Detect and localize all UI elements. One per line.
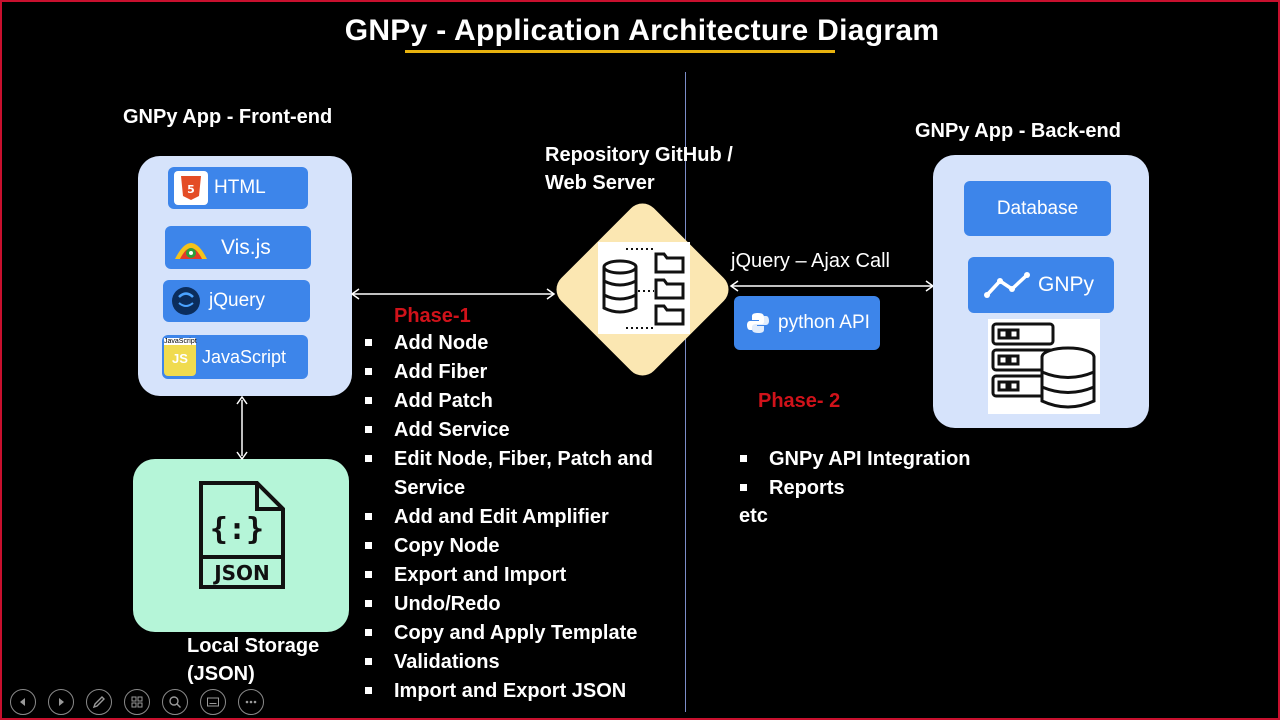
python-api-label: python API: [778, 312, 870, 333]
list-item: Copy and Apply Template: [364, 619, 684, 648]
tech-label: Vis.js: [221, 235, 271, 259]
svg-text:JSON: JSON: [212, 561, 270, 585]
list-item: Undo/Redo: [364, 590, 684, 619]
database-box: Database: [964, 181, 1111, 236]
tech-label: jQuery: [209, 290, 265, 311]
server-files-icon: [602, 248, 685, 329]
tech-label: HTML: [214, 177, 266, 198]
more-options-button[interactable]: [238, 689, 264, 715]
list-item: Export and Import: [364, 561, 684, 590]
jquery-icon: [169, 284, 203, 318]
server-database-icon: [991, 322, 1096, 409]
list-item: Copy Node: [364, 532, 684, 561]
list-item: Add Fiber: [364, 358, 684, 387]
list-item: Add and Edit Amplifier: [364, 503, 684, 532]
local-storage-sublabel: (JSON): [187, 663, 255, 685]
previous-slide-button[interactable]: [10, 689, 36, 715]
backend-heading: GNPy App - Back-end: [915, 120, 1121, 142]
page-title: GNPy - Application Architecture Diagram: [344, 14, 940, 47]
more-icon: [245, 700, 257, 704]
phase2-list: GNPy API Integration Reports: [739, 445, 1039, 503]
arrow-right-icon: [59, 698, 64, 706]
list-item: Add Service: [364, 416, 684, 445]
list-item-continuation: Service: [394, 477, 466, 499]
slides-overview-button[interactable]: [124, 689, 150, 715]
svg-text:{:}: {:}: [210, 512, 264, 547]
ajax-call-label: jQuery – Ajax Call: [731, 250, 890, 272]
repo-backend-arrow: [729, 280, 935, 292]
magnifier-icon: [169, 696, 181, 708]
pen-button[interactable]: [86, 689, 112, 715]
tech-javascript: JavaScript JS JavaScript: [162, 335, 308, 379]
javascript-icon: JavaScript JS: [164, 338, 197, 376]
title-underline: [405, 50, 835, 53]
subtitles-button[interactable]: [200, 689, 226, 715]
divider-line: [685, 72, 686, 712]
trend-chart-icon: [984, 272, 1030, 298]
phase1-list: Add Node Add Fiber Add Patch Add Service…: [364, 329, 684, 706]
tech-label: JavaScript: [202, 346, 287, 367]
phase2-etc: etc: [739, 505, 768, 527]
gnpy-label: GNPy: [1038, 273, 1095, 296]
local-storage-label: Local Storage: [187, 635, 320, 657]
frontend-repo-arrow: [350, 288, 556, 300]
local-storage-panel: {:} JSON: [133, 459, 349, 632]
gnpy-box: GNPy: [968, 257, 1114, 313]
visjs-icon: [171, 231, 211, 265]
repository-icon-box: [598, 242, 690, 334]
slideshow-toolbar: [10, 689, 264, 715]
phase1-title: Phase-1: [394, 305, 471, 327]
list-item: Reports: [739, 474, 1039, 503]
frontend-heading: GNPy App - Front-end: [123, 106, 333, 128]
list-item: Add Patch: [364, 387, 684, 416]
list-item: Add Node: [364, 329, 684, 358]
grid-icon: [131, 696, 143, 708]
html5-icon: 5: [174, 171, 208, 205]
next-slide-button[interactable]: [48, 689, 74, 715]
server-icon-box: [988, 319, 1100, 414]
list-item: Import and Export JSON: [364, 677, 684, 706]
pen-icon: [92, 696, 105, 709]
svg-text:5: 5: [187, 183, 195, 196]
tech-visjs: Vis.js: [165, 226, 311, 269]
database-label: Database: [996, 197, 1079, 219]
tech-jquery: jQuery: [163, 280, 310, 322]
python-api-box: python API: [734, 296, 880, 350]
json-file-icon: {:} JSON: [199, 481, 285, 589]
repo-heading-line2: Web Server: [545, 172, 655, 194]
storage-arrow: [236, 396, 248, 460]
list-item: Validations: [364, 648, 684, 677]
phase2-title: Phase- 2: [758, 390, 841, 412]
list-item: Edit Node, Fiber, Patch and: [364, 445, 684, 474]
tech-html: 5 HTML: [168, 167, 308, 209]
arrow-left-icon: [20, 698, 25, 706]
subtitles-icon: [207, 697, 219, 707]
python-icon: [747, 313, 769, 333]
zoom-button[interactable]: [162, 689, 188, 715]
list-item: GNPy API Integration: [739, 445, 1039, 474]
repo-heading-line1: Repository GitHub /: [545, 144, 733, 166]
